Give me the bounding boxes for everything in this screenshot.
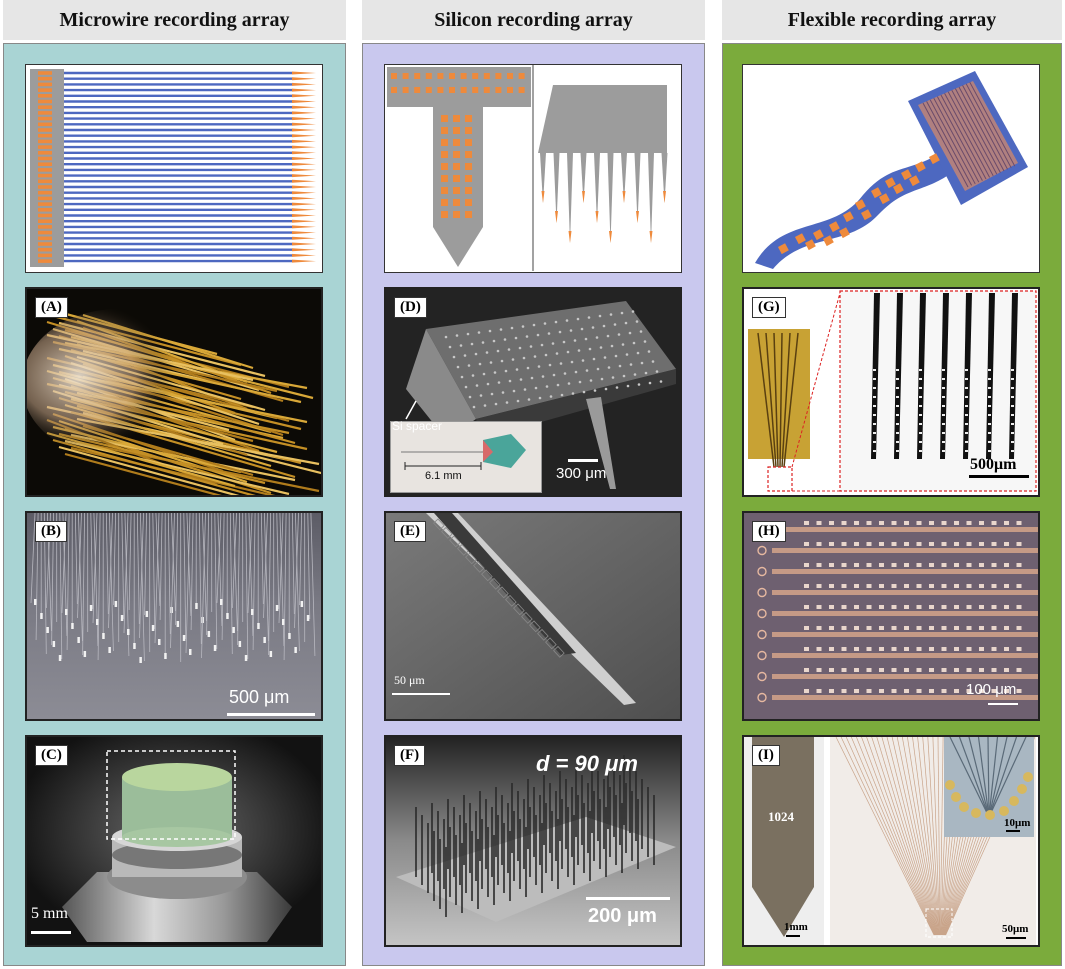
flexible-schematic <box>742 64 1040 273</box>
panel-f-scale-label: 200 μm <box>588 905 657 927</box>
panel-f-label: (F) <box>394 745 426 766</box>
panel-g-label: (G) <box>752 297 786 318</box>
panel-g-image <box>744 289 1038 495</box>
panel-c-label: (C) <box>35 745 68 766</box>
column-flexible: Flexible recording array (G) 500μm <box>722 0 1062 966</box>
panel-d-image <box>386 289 680 495</box>
panel-h-photo: (H) 100 μm <box>742 511 1040 721</box>
panel-i-label: (I) <box>752 745 780 766</box>
panel-h-scale-label: 100 μm <box>966 681 1017 698</box>
panel-a-photo: (A) <box>25 287 323 497</box>
panel-f-photo: (F) d = 90 μm 200 μm <box>384 735 682 947</box>
panel-e-scale-label: 50 μm <box>394 673 425 687</box>
panel-a-label: (A) <box>35 297 68 318</box>
silicon-schematic <box>384 64 682 273</box>
panel-i-scale-50um: 50μm <box>1002 923 1029 935</box>
panel-d-inset-image <box>401 434 526 470</box>
panel-i-image <box>744 737 1038 945</box>
panel-b-scale-label: 500 μm <box>229 687 290 707</box>
panel-e-image <box>386 513 680 719</box>
panel-d-scale-label: 300 μm <box>556 465 607 482</box>
panel-g-scale-label: 500μm <box>970 456 1017 473</box>
panel-h-label: (H) <box>752 521 786 542</box>
microwire-schematic <box>25 64 323 273</box>
column-silicon: Silicon recording array (D) Si spacer <box>362 0 705 966</box>
panel-c-photo: (C) 5 mm <box>25 735 323 947</box>
column-title-flexible: Flexible recording array <box>722 0 1062 40</box>
column-title-silicon: Silicon recording array <box>362 0 705 40</box>
microwire-schematic-drawing <box>30 69 316 267</box>
panel-h-image <box>744 513 1038 719</box>
flexible-schematic-drawing <box>755 71 1028 269</box>
panel-c-scale-label: 5 mm <box>31 905 68 922</box>
panel-f-image <box>386 737 680 945</box>
panel-d-annotation: Si spacer <box>392 419 443 433</box>
column-title-microwire: Microwire recording array <box>3 0 346 40</box>
panel-i-scale-1mm: 1mm <box>784 921 808 933</box>
column-microwire: Microwire recording array (A) <box>3 0 346 966</box>
panel-f-annotation: d = 90 μm <box>536 751 638 776</box>
silicon-schematic-drawing <box>387 65 668 271</box>
panel-a-image <box>27 307 321 495</box>
panel-i-scale-10um: 10μm <box>1004 817 1031 829</box>
panel-i-photo: (I) 1024 1mm 10μm 50μm <box>742 735 1040 947</box>
panel-b-image <box>27 513 321 719</box>
panel-d-label: (D) <box>394 297 427 318</box>
panel-c-image <box>27 737 321 945</box>
panel-e-label: (E) <box>394 521 426 542</box>
panel-d-inset-scale: 6.1 mm <box>425 470 462 482</box>
panel-b-label: (B) <box>35 521 67 542</box>
panel-g-photo: (G) 500μm <box>742 287 1040 497</box>
panel-i-count: 1024 <box>768 809 794 824</box>
panel-d-photo: (D) Si spacer 6.1 mm 300 μm <box>384 287 682 497</box>
panel-b-photo: (B) 500 μm <box>25 511 323 721</box>
panel-e-photo: (E) 50 μm <box>384 511 682 721</box>
panel-d-inset: 6.1 mm <box>390 421 542 493</box>
